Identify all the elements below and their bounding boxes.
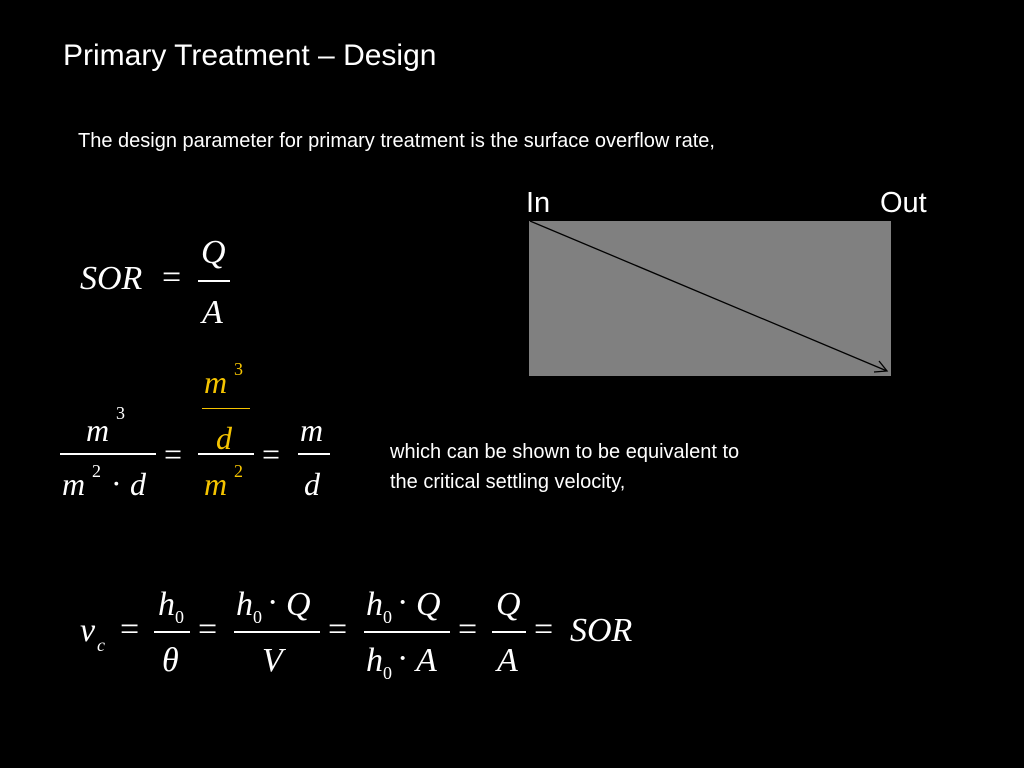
equals-sign: = xyxy=(458,611,478,648)
unit-m: m xyxy=(86,412,110,448)
unit-exponent: 2 xyxy=(92,461,101,481)
tank-label-out: Out xyxy=(880,187,927,219)
area-symbol: A xyxy=(497,642,518,679)
unit-m: m xyxy=(300,412,324,448)
unit-exponent: 3 xyxy=(116,403,125,423)
fraction-bar xyxy=(198,280,230,282)
unit-m-highlight: m xyxy=(204,466,228,502)
inner-fraction-bar xyxy=(202,408,250,409)
caption-text: which can be shown to be equivalent to t… xyxy=(390,437,739,497)
dot-operator: · xyxy=(397,584,409,621)
settling-tank-diagram xyxy=(529,221,891,376)
tank-label-in: In xyxy=(526,187,551,219)
volume-symbol: V xyxy=(262,642,283,679)
settling-trajectory-arrow xyxy=(529,221,889,373)
unit-m-highlight: m xyxy=(204,364,228,400)
equals-sign: = xyxy=(164,436,183,472)
fraction-bar xyxy=(198,453,254,455)
dot-operator: · xyxy=(397,640,409,677)
area-symbol: A xyxy=(416,642,437,679)
flow-symbol: Q xyxy=(496,586,521,623)
fraction-bar xyxy=(298,453,330,455)
equals-sign: = xyxy=(262,436,281,472)
detention-time-symbol: θ xyxy=(162,642,179,679)
sor-denominator: A xyxy=(202,294,223,331)
intro-text: The design parameter for primary treatme… xyxy=(78,130,715,152)
dot-operator: · xyxy=(111,465,122,501)
depth-symbol: h xyxy=(366,642,383,679)
depth-subscript: 0 xyxy=(253,607,262,627)
dot-operator: · xyxy=(267,584,279,621)
equals-sign: = xyxy=(120,611,140,648)
equation-units: m 3 m 2 · d = m 3 d m 2 = m d xyxy=(60,360,350,510)
caption-line-1: which can be shown to be equivalent to xyxy=(390,441,740,463)
fraction-bar xyxy=(492,631,526,633)
equals-sign: = xyxy=(198,611,218,648)
depth-subscript: 0 xyxy=(383,607,392,627)
caption-line-2: the critical settling velocity, xyxy=(390,471,626,493)
depth-symbol: h xyxy=(236,586,253,623)
sor-numerator: Q xyxy=(201,234,226,271)
equation-critical-velocity: v c = h 0 θ = h 0 · Q V = h 0 · Q h 0 · … xyxy=(80,580,660,690)
unit-d: d xyxy=(304,466,320,502)
flow-symbol: Q xyxy=(286,586,311,623)
unit-d: d xyxy=(130,466,146,502)
velocity-subscript: c xyxy=(97,635,105,655)
equals-sign: = xyxy=(534,611,554,648)
sor-rhs: SOR xyxy=(570,612,633,649)
slide-title: Primary Treatment – Design xyxy=(63,39,437,72)
depth-subscript: 0 xyxy=(175,607,184,627)
unit-exponent-highlight: 3 xyxy=(234,359,243,379)
fraction-bar xyxy=(60,453,156,455)
depth-symbol: h xyxy=(158,586,175,623)
unit-m: m xyxy=(62,466,86,502)
equals-sign: = xyxy=(162,259,182,296)
depth-symbol: h xyxy=(366,586,383,623)
unit-exponent-highlight: 2 xyxy=(234,461,243,481)
fraction-bar xyxy=(154,631,190,633)
fraction-bar xyxy=(364,631,450,633)
fraction-bar xyxy=(234,631,320,633)
unit-d-highlight: d xyxy=(216,420,232,456)
velocity-symbol: v xyxy=(80,612,96,649)
sor-lhs: SOR xyxy=(80,260,143,297)
equals-sign: = xyxy=(328,611,348,648)
depth-subscript: 0 xyxy=(383,663,392,683)
equation-sor: SOR = Q A xyxy=(80,230,250,330)
flow-symbol: Q xyxy=(416,586,441,623)
